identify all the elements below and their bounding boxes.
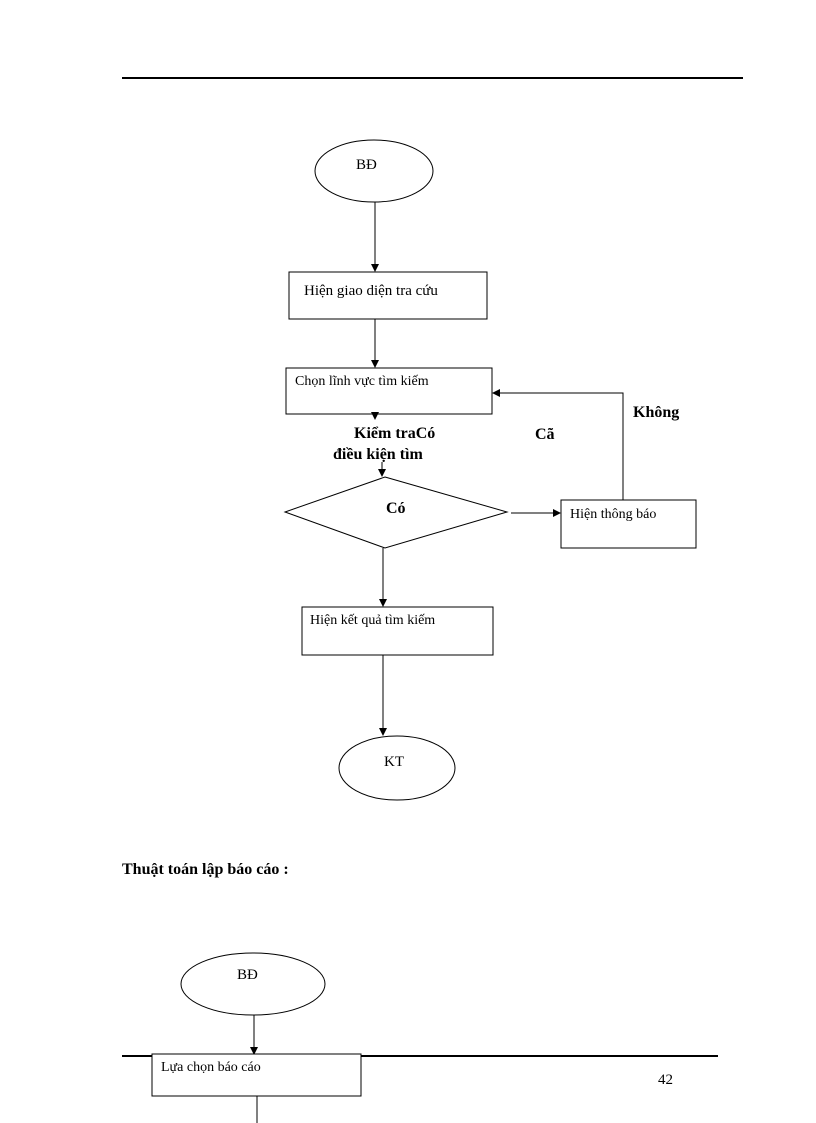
choose-report-box xyxy=(151,1053,362,1097)
search-ui-label: Hiện giao diện tra cứu xyxy=(304,283,438,299)
choose-field-box xyxy=(285,367,493,415)
end-label: KT xyxy=(384,754,404,770)
page-number: 42 xyxy=(658,1072,673,1088)
section-title: Thuật toán lập báo cáo : xyxy=(122,861,289,878)
start-ellipse xyxy=(314,139,434,203)
results-label: Hiện kết quả tìm kiếm xyxy=(310,613,436,628)
end-ellipse xyxy=(338,735,456,801)
start-ellipse-2 xyxy=(180,952,326,1016)
choose-field-label: Chọn lĩnh vực tìm kiếm xyxy=(295,374,429,389)
start-label-2: BĐ xyxy=(237,967,258,983)
check-label-line1: Kiểm traCó xyxy=(354,425,436,442)
decision-diamond xyxy=(283,476,509,549)
yes-label: Có xyxy=(386,500,406,517)
message-label: Hiện thông báo xyxy=(570,507,657,522)
arrow-message-loop-back xyxy=(492,389,624,500)
results-box xyxy=(301,606,494,656)
search-ui-box xyxy=(288,271,488,320)
message-box xyxy=(560,499,697,549)
check-label-line2: điều kiện tìm xyxy=(333,446,423,463)
no-label: Không xyxy=(633,404,680,421)
cax-label: Cã xyxy=(535,426,555,443)
start-label: BĐ xyxy=(356,157,377,173)
choose-report-label: Lựa chọn báo cáo xyxy=(161,1060,261,1075)
